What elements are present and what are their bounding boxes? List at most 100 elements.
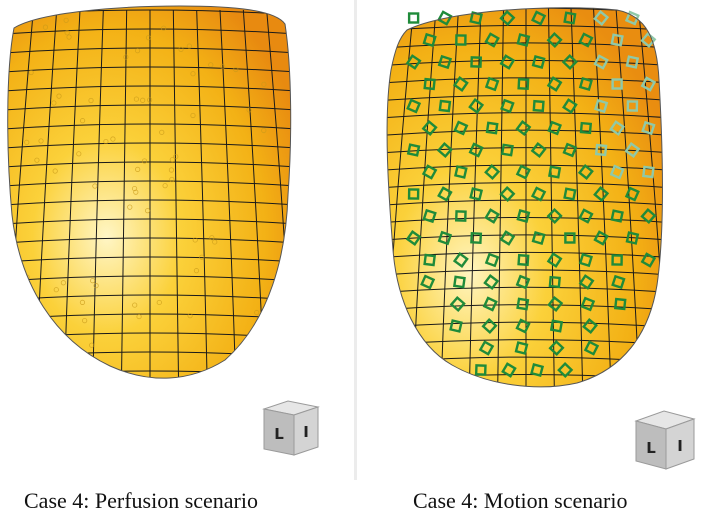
perfusion-marker bbox=[135, 166, 141, 172]
perfusion-marker bbox=[52, 168, 58, 174]
perfusion-marker bbox=[51, 100, 57, 106]
perfusion-marker bbox=[145, 35, 152, 41]
perfusion-marker bbox=[53, 287, 59, 293]
perfusion-marker bbox=[28, 69, 34, 76]
grid-latitude bbox=[387, 251, 663, 259]
perfusion-marker bbox=[76, 151, 82, 157]
motion-marker bbox=[547, 120, 562, 136]
grid-meridian bbox=[7, 9, 11, 379]
motion-marker bbox=[624, 142, 641, 158]
perfusion-marker bbox=[161, 25, 167, 31]
motion-marker bbox=[583, 340, 600, 356]
motion-marker bbox=[594, 98, 609, 114]
motion-surface-render bbox=[386, 7, 663, 388]
motion-marker bbox=[593, 9, 610, 27]
motion-marker bbox=[561, 98, 578, 114]
motion-marker bbox=[515, 120, 532, 136]
perfusion-marker bbox=[212, 239, 218, 245]
perfusion-marker bbox=[246, 107, 252, 113]
motion-marker bbox=[581, 317, 599, 335]
perfusion-marker bbox=[89, 278, 96, 284]
motion-marker bbox=[407, 12, 420, 24]
motion-marker bbox=[624, 186, 640, 202]
motion-marker bbox=[452, 275, 466, 289]
perfusion-marker bbox=[178, 46, 184, 52]
perfusion-marker bbox=[44, 354, 50, 360]
motion-marker bbox=[406, 143, 421, 157]
perfusion-marker bbox=[92, 183, 98, 189]
motion-marker bbox=[437, 10, 453, 26]
motion-marker bbox=[420, 274, 436, 290]
heart-outline bbox=[386, 7, 663, 388]
perfusion-marker bbox=[208, 62, 214, 68]
motion-marker bbox=[557, 361, 574, 379]
motion-marker bbox=[484, 252, 500, 268]
perfusion-marker bbox=[133, 189, 139, 195]
orientation-cube[interactable]: L I bbox=[258, 395, 324, 461]
motion-marker bbox=[640, 207, 657, 225]
motion-marker bbox=[423, 77, 436, 91]
grid-latitude bbox=[387, 269, 663, 277]
motion-marker bbox=[579, 121, 593, 135]
grid-latitude bbox=[387, 164, 663, 172]
perfusion-marker bbox=[42, 332, 48, 338]
motion-marker bbox=[625, 55, 640, 69]
motion-marker bbox=[517, 78, 530, 90]
motion-marker bbox=[499, 54, 516, 70]
motion-marker bbox=[478, 340, 495, 356]
perfusion-marker bbox=[169, 176, 175, 183]
perfusion-surface-render bbox=[7, 5, 292, 379]
motion-marker bbox=[515, 164, 531, 180]
grid-latitude bbox=[387, 77, 663, 85]
perfusion-marker bbox=[159, 129, 165, 135]
perfusion-marker bbox=[103, 138, 109, 145]
cube-face-right-label: I bbox=[677, 437, 683, 455]
heart-outline bbox=[7, 5, 292, 379]
motion-marker bbox=[578, 32, 594, 48]
motion-marker bbox=[514, 341, 529, 355]
motion-marker bbox=[593, 185, 610, 203]
motion-marker bbox=[531, 230, 546, 246]
perfusion-marker bbox=[42, 316, 48, 322]
motion-marker bbox=[530, 186, 547, 202]
grid-meridian bbox=[219, 9, 237, 379]
motion-marker bbox=[640, 31, 657, 49]
motion-marker bbox=[483, 274, 500, 290]
motion-marker bbox=[611, 254, 623, 266]
motion-marker bbox=[562, 142, 578, 158]
grid-latitude bbox=[7, 104, 291, 112]
motion-marker bbox=[577, 163, 594, 181]
motion-marker bbox=[610, 33, 624, 47]
motion-marker bbox=[564, 232, 576, 244]
motion-marker bbox=[474, 364, 487, 376]
perfusion-marker bbox=[134, 48, 141, 54]
motion-marker bbox=[421, 119, 438, 137]
motion-marker bbox=[469, 11, 483, 25]
cube-face-left-label: L bbox=[646, 439, 656, 457]
motion-marker bbox=[470, 56, 483, 68]
perfusion-marker bbox=[123, 54, 129, 60]
motion-marker bbox=[640, 252, 657, 268]
grid-latitude bbox=[7, 123, 291, 131]
motion-marker bbox=[515, 318, 531, 334]
grid-latitude bbox=[7, 256, 291, 264]
heart-surface bbox=[7, 6, 291, 379]
motion-marker bbox=[594, 143, 608, 157]
motion-marker bbox=[405, 230, 422, 246]
cube-face-left-label: L bbox=[274, 425, 284, 443]
grid-latitude bbox=[387, 59, 663, 67]
motion-marker bbox=[455, 34, 467, 46]
motion-marker bbox=[578, 252, 593, 268]
motion-marker bbox=[453, 120, 469, 136]
motion-marker bbox=[405, 54, 422, 70]
motion-marker bbox=[561, 53, 578, 71]
motion-marker bbox=[610, 209, 624, 223]
perfusion-marker bbox=[261, 81, 267, 87]
motion-marker bbox=[515, 274, 531, 290]
motion-marker bbox=[531, 55, 546, 69]
motion-marker bbox=[499, 230, 516, 246]
motion-marker bbox=[406, 98, 422, 114]
orientation-cube[interactable]: L I bbox=[630, 407, 700, 473]
perfusion-marker bbox=[24, 139, 30, 145]
motion-marker bbox=[452, 76, 469, 92]
